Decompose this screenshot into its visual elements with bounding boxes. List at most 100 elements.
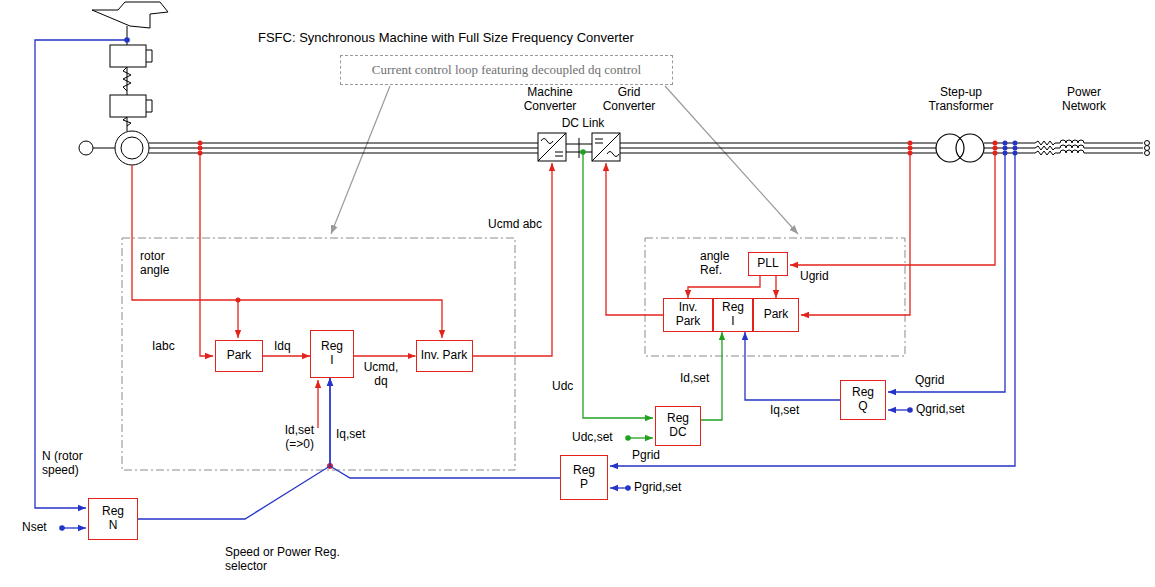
transformer-symbol <box>936 134 984 162</box>
tap-dot <box>198 151 203 156</box>
current-wire <box>801 153 910 315</box>
tap-dot <box>908 151 913 156</box>
regulator-block: Reg DC <box>655 406 701 446</box>
signal-connector <box>138 378 330 519</box>
block-label: PLL <box>757 257 778 271</box>
current-wire <box>790 153 995 265</box>
regulator-block: Reg P <box>560 455 608 500</box>
tap-dot <box>908 141 913 146</box>
measurement-dot <box>907 407 913 413</box>
signal-name: Udc <box>552 380 573 394</box>
signal-name: Iq,set <box>768 404 801 418</box>
signal-connector <box>688 276 760 298</box>
turbine-drivetrain <box>92 2 168 28</box>
measurement-dot <box>1003 141 1008 146</box>
control-region <box>122 238 905 470</box>
control-region <box>645 238 905 356</box>
block-label: Inv. Park <box>421 349 467 363</box>
measurement-dot <box>124 37 130 43</box>
dc-dot <box>580 149 586 155</box>
signal-name: N (rotor speed) <box>42 450 116 478</box>
signal-name: Idq <box>272 340 293 354</box>
network-terminal <box>1145 151 1150 156</box>
power-bus <box>149 138 1143 158</box>
transformer-symbol <box>956 134 984 162</box>
signal-name: Pgrid <box>632 449 660 463</box>
synchronous-machine <box>79 141 93 155</box>
diagram-title: FSFC: Synchronous Machine with Full Size… <box>258 30 634 45</box>
signal-connector <box>330 378 560 478</box>
power-bus <box>984 140 1143 145</box>
converter-symbol <box>595 139 619 157</box>
tap-dot <box>236 298 241 303</box>
network-terminal <box>1145 141 1150 146</box>
signal-connector <box>745 332 840 400</box>
measurement-dot <box>1013 141 1018 146</box>
component-name: Power Network <box>1052 86 1116 114</box>
block-label: Current control loop featuring decoupled… <box>372 63 641 78</box>
callout-leader <box>331 86 390 234</box>
block-label: Reg DC <box>665 412 691 440</box>
power-bus <box>149 143 538 153</box>
signal-name: Iq,set <box>336 428 365 442</box>
setpoint-name: Nset <box>22 521 47 535</box>
park-block: Park <box>753 298 799 332</box>
converter-symbol <box>538 133 620 161</box>
tap-dot <box>198 141 203 146</box>
setpoint-name: Qgrid,set <box>916 403 965 417</box>
measurement-dot <box>59 37 1017 531</box>
converter-symbol <box>592 133 620 161</box>
measurement-wire <box>888 153 1005 392</box>
network-terminal <box>1145 141 1150 156</box>
component-name: Machine Converter <box>520 86 580 114</box>
block-label: Reg P <box>571 464 597 492</box>
callout-leader <box>665 86 798 234</box>
block-label: Reg I <box>721 301 745 329</box>
measurement-dot <box>1013 151 1018 156</box>
power-bus <box>984 145 1143 150</box>
dc-wire <box>583 152 653 418</box>
measurement-wire <box>62 527 86 528</box>
block-label: Inv. Park <box>673 301 703 329</box>
signal-name: rotor angle <box>140 250 190 278</box>
control-region <box>122 238 515 470</box>
signal-name: Ugrid <box>800 270 829 284</box>
regulator-block: Reg Q <box>840 380 886 420</box>
current-wire <box>317 380 318 428</box>
synchronous-machine <box>79 131 149 165</box>
current-wire <box>132 165 442 338</box>
callout-box: Current control loop featuring decoupled… <box>340 55 673 85</box>
signal-name: angle Ref. <box>700 250 744 278</box>
synchronous-machine <box>121 137 143 159</box>
converter-symbol <box>592 133 620 161</box>
turbine-drivetrain <box>110 95 146 117</box>
regulator-block: Reg I <box>713 298 753 332</box>
regulator-block: Reg N <box>88 498 138 540</box>
tap-dot <box>993 151 998 156</box>
turbine-drivetrain <box>92 2 168 131</box>
signal-name: Iabc <box>152 340 175 354</box>
signal-connector <box>775 276 776 298</box>
callout-leader <box>331 86 798 234</box>
current-wire <box>237 300 238 338</box>
network-terminal <box>1145 146 1150 151</box>
measurement-dot <box>1003 151 1008 156</box>
block-label: Reg Q <box>850 386 876 414</box>
park-block: Park <box>215 340 263 372</box>
signal-connector <box>263 355 310 356</box>
selector-name: Speed or Power Reg. selector <box>225 546 375 574</box>
signal-name: Id,set <box>678 372 711 386</box>
setpoint-name: Udc,set <box>572 431 613 445</box>
block-label: Reg N <box>100 505 126 533</box>
measurement-dot <box>59 525 65 531</box>
dc-wire <box>583 152 653 438</box>
power-bus <box>566 138 592 158</box>
current-wire <box>606 163 663 315</box>
converter-symbol <box>538 133 566 161</box>
power-bus <box>984 150 1143 155</box>
power-bus <box>620 143 936 153</box>
measurement-dot <box>1003 146 1008 151</box>
turbine-drivetrain <box>146 50 152 112</box>
converter-symbol <box>541 139 563 157</box>
measurement-wire <box>35 40 127 508</box>
